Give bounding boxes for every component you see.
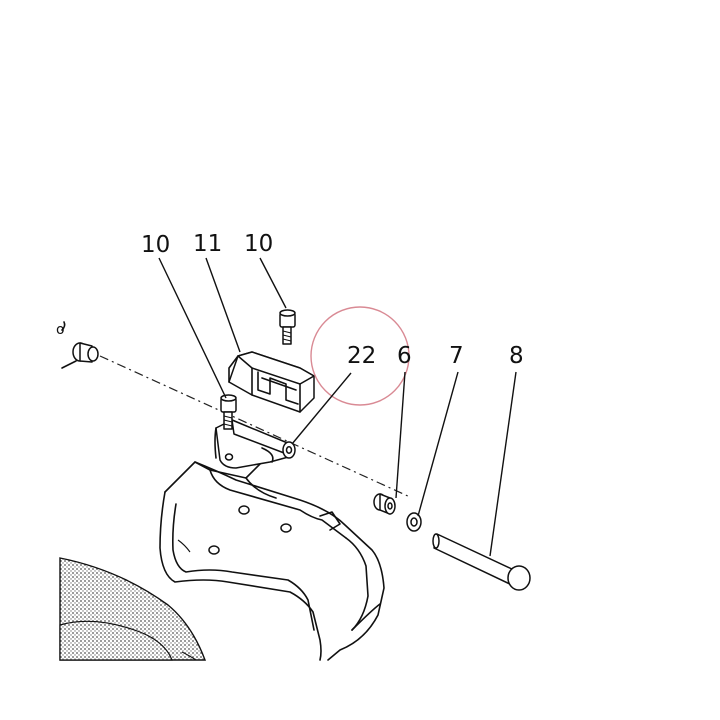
leader-6 [395, 371, 406, 499]
highlight-circle [310, 306, 410, 406]
lower-bracket-part [214, 419, 296, 469]
leader-lines [158, 257, 517, 557]
callout-6: 6 [397, 343, 412, 369]
leader-7 [417, 371, 459, 517]
callout-11: 11 [193, 231, 223, 257]
socket-bolt-left-part [220, 394, 237, 430]
callout-8: 8 [509, 343, 524, 369]
callout-10-left: 10 [141, 232, 171, 258]
washer-part [406, 512, 422, 532]
callout-22: 22 [347, 343, 377, 369]
rubber-block-part [228, 351, 315, 413]
callout-7: 7 [449, 343, 464, 369]
socket-bolt-right-part [279, 309, 296, 345]
leader-8 [489, 371, 517, 557]
frame-bracket-assembly [159, 461, 385, 661]
edge-fragment-label: o [56, 322, 65, 338]
long-pin-part [432, 533, 531, 591]
callout-10-right: 10 [244, 231, 274, 257]
bushing-part [373, 493, 396, 515]
leader-22 [291, 372, 352, 445]
left-stud-part [61, 321, 99, 369]
leader-10-right [259, 257, 287, 309]
leader-10-left [158, 257, 227, 399]
leader-11 [205, 257, 241, 353]
engine-cover-shape [59, 557, 207, 661]
